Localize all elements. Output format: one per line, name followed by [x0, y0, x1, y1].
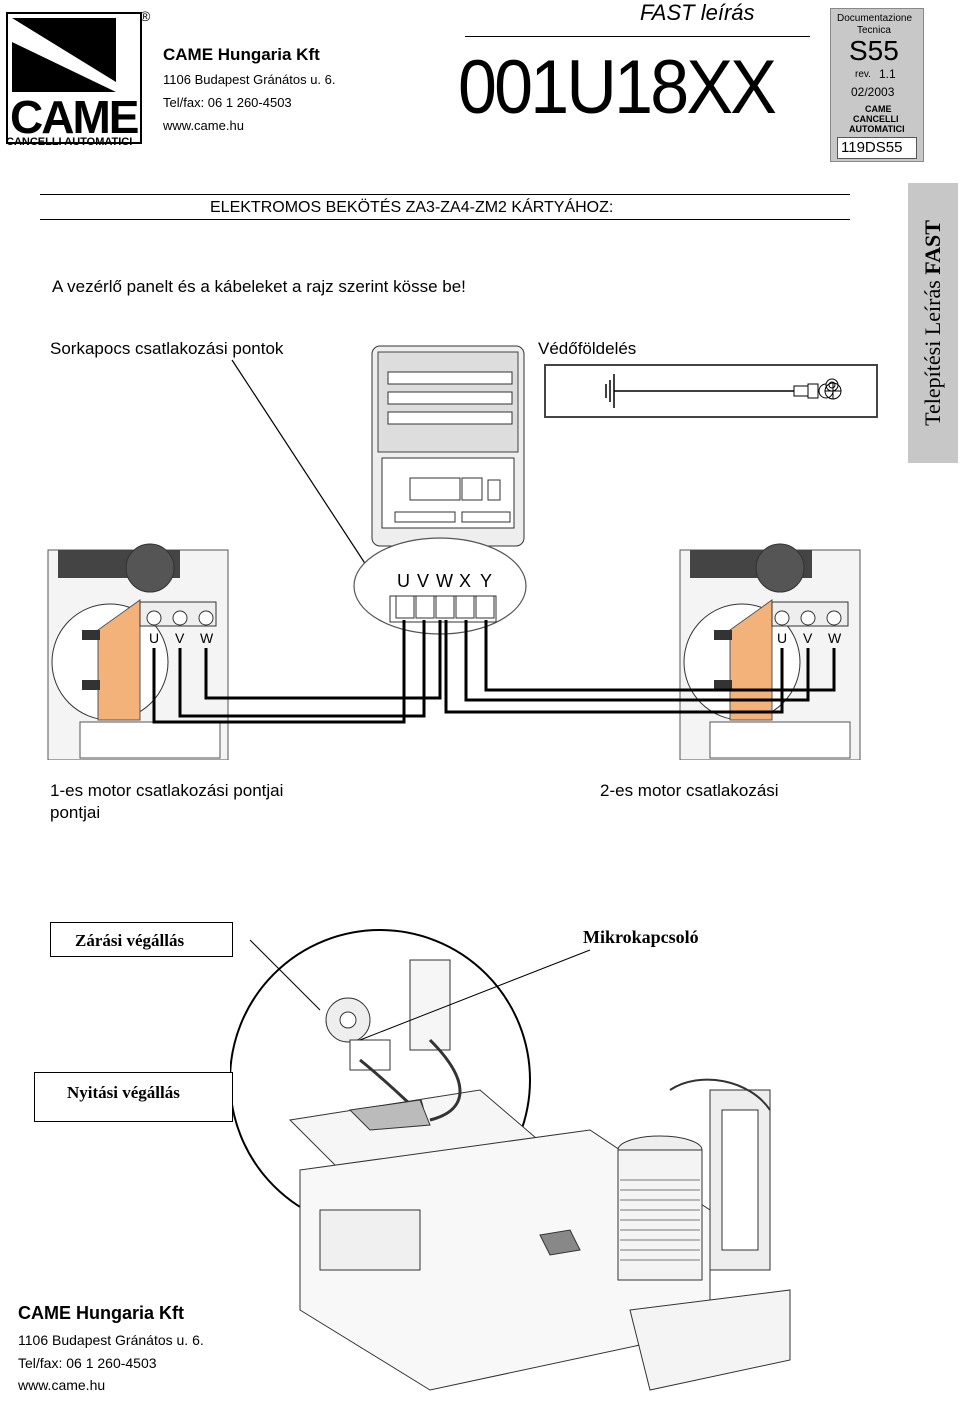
badge-line2: Tecnica [857, 25, 891, 36]
motor2-label: 2-es motor csatlakozási [600, 781, 779, 800]
company-name: CAME Hungaria Kft [163, 45, 320, 64]
badge-brand1: CAME [865, 104, 892, 114]
documentation-badge: Documentazione Tecnica S55 rev. 1.1 02/2… [830, 8, 924, 162]
terminal-y: Y [480, 571, 493, 591]
registered-mark: ® [140, 8, 151, 24]
motor1-terminal-w: W [200, 630, 214, 646]
title-rule-top [40, 194, 850, 195]
badge-ref: 119DS55 [841, 139, 903, 156]
title-rule-bottom [40, 219, 850, 220]
company-web: www.came.hu [163, 118, 244, 133]
terminal-x: X [459, 571, 472, 591]
terminal-strip-callout [353, 537, 527, 635]
doc-type: FAST leírás [640, 0, 755, 25]
badge-ref-box: 119DS55 [837, 137, 917, 159]
closing-limit-label: Zárási végállás [75, 931, 185, 950]
header-rule [465, 36, 810, 37]
microswitch-label: Mikrokapcsoló [583, 927, 699, 947]
badge-brand2: CANCELLI [853, 114, 899, 124]
logo-word: CAME [10, 91, 139, 143]
badge-line1: Documentazione [837, 13, 913, 24]
motor1-terminal-u: U [149, 630, 160, 646]
terminal-w: W [436, 571, 453, 591]
side-tab-bold: FAST [920, 220, 945, 275]
came-logo: CAME CANCELLI AUTOMATICI [6, 12, 146, 152]
terminal-v: V [417, 571, 430, 591]
motor-1-drawing [47, 543, 229, 760]
company-phone: Tel/fax: 06 1 260-4503 [163, 95, 292, 110]
footer-company-name: CAME Hungaria Kft [18, 1303, 184, 1323]
earth-ground-symbol-icon [824, 382, 842, 400]
terminal-u: U [397, 571, 410, 591]
earth-label: Védőföldelés [538, 339, 637, 358]
wiring-cables [152, 620, 836, 724]
badge-date: 02/2003 [851, 85, 895, 99]
badge-rev-label: rev. [855, 69, 871, 80]
motor2-terminal-v: V [803, 630, 813, 646]
footer-phone: Tel/fax: 06 1 260-4503 [18, 1355, 157, 1371]
instruction-text: A vezérlő panelt és a kábeleket a rajz s… [52, 277, 466, 296]
badge-brand3: AUTOMATICI [849, 124, 905, 134]
footer-web: www.came.hu [18, 1377, 106, 1393]
motor1-label-wrap: pontjai [50, 803, 101, 822]
motor1-terminal-v: V [175, 630, 185, 646]
terminal-points-label: Sorkapocs csatlakozási pontok [50, 339, 284, 358]
opening-limit-box: Nyitási végállás [34, 1072, 233, 1122]
side-tab: Telepítési Leírás FAST [908, 183, 958, 463]
motor2-terminal-u: U [777, 630, 788, 646]
motor1-label: 1-es motor csatlakozási pontjai [50, 781, 284, 800]
closing-limit-box: Zárási végállás [50, 922, 233, 957]
motor2-terminal-w: W [828, 630, 842, 646]
doc-code: 001U18XX [458, 45, 777, 130]
wiring-diagram [47, 345, 861, 760]
earth-box [544, 364, 878, 418]
footer-address: 1106 Budapest Gránátos u. 6. [18, 1332, 204, 1348]
side-tab-sans: Telepítési Leírás [920, 280, 945, 426]
company-address: 1106 Budapest Gránátos u. 6. [163, 72, 336, 87]
logo-tagline: CANCELLI AUTOMATICI [6, 136, 133, 148]
section-title: ELEKTROMOS BEKÖTÉS ZA3-ZA4-ZM2 KÁRTYÁHOZ… [210, 199, 614, 216]
opening-limit-label: Nyitási végállás [67, 1083, 180, 1102]
control-panel-board [371, 345, 525, 547]
side-tab-text: Telepítési Leírás FAST [920, 220, 946, 426]
badge-rev-value: 1.1 [879, 67, 896, 81]
limit-switch-drawing [230, 929, 791, 1391]
earth-wire-icon [605, 374, 839, 408]
badge-model: S55 [849, 35, 899, 66]
